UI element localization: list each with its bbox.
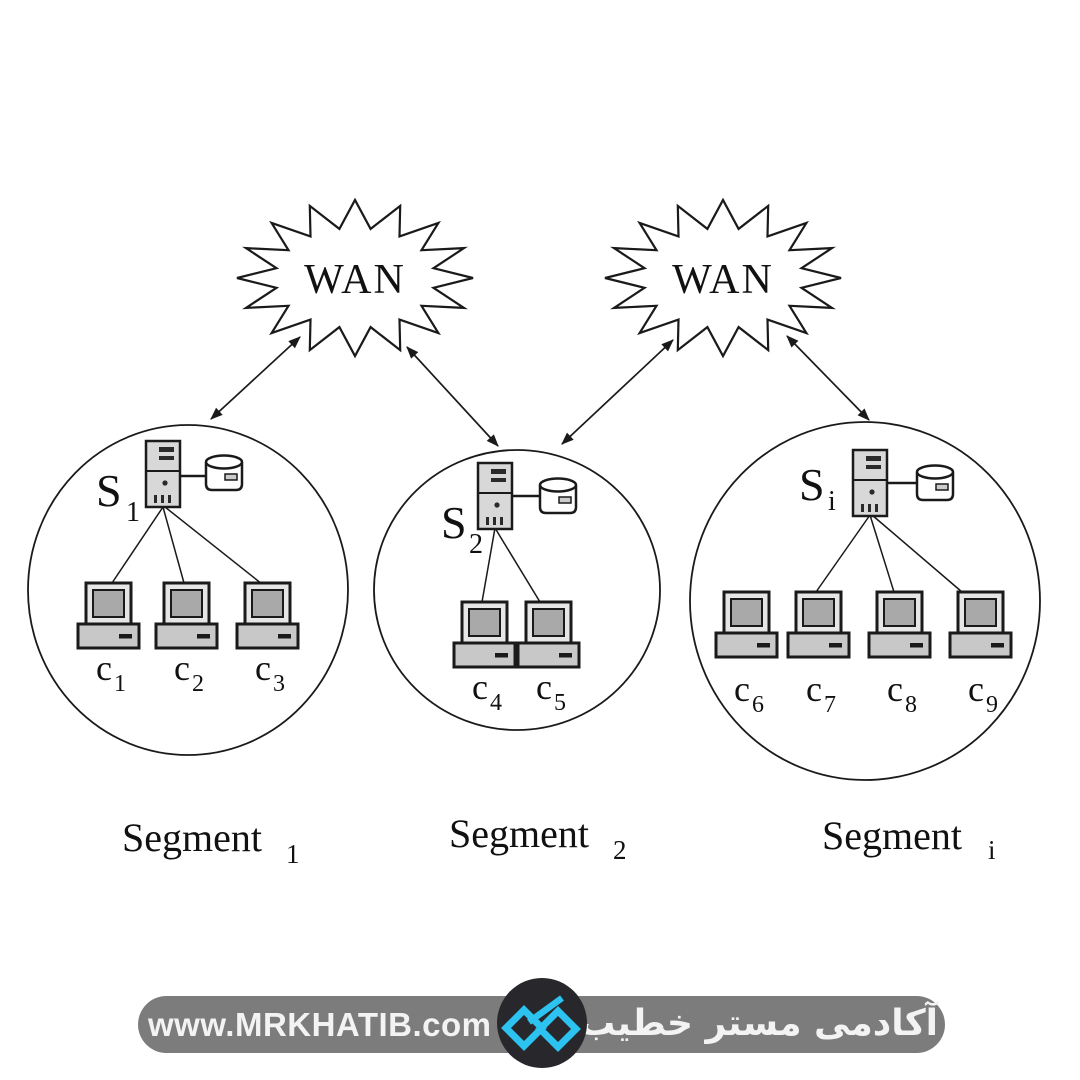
- client-label-subscript: 4: [490, 690, 502, 716]
- client-label-subscript: 2: [192, 671, 204, 697]
- client-computer-icon: [154, 581, 219, 650]
- wan-left-label: WAN: [304, 257, 406, 303]
- client-label-subscript: 5: [554, 690, 566, 716]
- client-computer-icon: [786, 590, 851, 659]
- wan-link-arrow-left-seg2: [406, 346, 499, 447]
- client-computer-icon: [714, 590, 779, 659]
- segment-caption: Segment: [122, 815, 262, 860]
- client-computer-icon: [867, 590, 932, 659]
- server-label-subscript: 2: [469, 529, 483, 560]
- academy-name: آکادمی مستر خطیب: [579, 1003, 938, 1044]
- client-label-subscript: 1: [114, 671, 126, 697]
- server-label-subscript: i: [828, 486, 836, 517]
- server-label: S: [799, 459, 825, 510]
- server-label: S: [96, 465, 122, 516]
- client-label: c: [887, 669, 903, 709]
- server-client-link: [481, 527, 496, 603]
- client-label-subscript: 9: [986, 692, 998, 718]
- client-label: c: [968, 669, 984, 709]
- client-computer-icon: [235, 581, 300, 650]
- client-label: c: [255, 648, 271, 688]
- client-computer-icon: [452, 600, 517, 669]
- server-client-link: [869, 514, 895, 593]
- client-label: c: [96, 648, 112, 688]
- client-computer-icon: [516, 600, 581, 669]
- client-label-subscript: 3: [273, 671, 285, 697]
- segment-caption: Segment: [449, 811, 589, 856]
- wan-link-arrow-right-segi: [786, 335, 870, 421]
- client-computer-icon: [76, 581, 141, 650]
- server-client-link: [815, 514, 871, 593]
- server-client-link: [111, 506, 164, 584]
- database-disk-icon: [915, 464, 955, 502]
- wan-cloud-left: WAN: [235, 198, 475, 358]
- logo-badge: [497, 978, 587, 1068]
- server-client-link: [162, 506, 185, 584]
- wan-right-label: WAN: [672, 257, 774, 303]
- segment-caption-subscript: 1: [286, 839, 300, 869]
- server-client-link: [494, 527, 541, 603]
- client-label: c: [472, 667, 488, 707]
- client-computer-icon: [948, 590, 1013, 659]
- database-disk-icon: [204, 454, 244, 492]
- server-icon: [144, 439, 182, 509]
- database-disk-icon: [538, 477, 578, 515]
- segment-caption: Segment: [822, 813, 962, 858]
- client-label: c: [536, 667, 552, 707]
- server-client-link: [164, 506, 263, 585]
- client-label: c: [806, 669, 822, 709]
- wan-link-arrow-right-seg2: [561, 339, 674, 445]
- wan-cloud-right: WAN: [603, 198, 843, 358]
- website-url: www.MRKHATIB.com: [148, 1006, 492, 1043]
- client-label-subscript: 6: [752, 692, 764, 718]
- segment-2: S 2 c 4 c 5 Segment 2: [373, 449, 661, 865]
- segment-i: S i c 6 c 7 c 8 c 9 Segment i: [689, 421, 1041, 865]
- server-label: S: [441, 497, 467, 548]
- mrkhatib-logo-icon: [501, 995, 581, 1052]
- segment-circle: [27, 424, 349, 756]
- server-client-link: [871, 514, 963, 593]
- wan-link-arrow-left-seg1: [210, 336, 301, 420]
- segment-1: S 1 c 1 c 2 c 3 Segment 1: [27, 424, 349, 869]
- server-label-subscript: 1: [126, 497, 140, 528]
- client-label-subscript: 7: [824, 692, 836, 718]
- server-icon: [476, 461, 514, 531]
- client-label-subscript: 8: [905, 692, 917, 718]
- server-icon: [851, 448, 889, 518]
- segment-caption-subscript: 2: [613, 835, 627, 865]
- client-label: c: [174, 648, 190, 688]
- segment-circle: [373, 449, 661, 731]
- segment-circle: [689, 421, 1041, 781]
- segment-caption-subscript: i: [988, 835, 996, 865]
- client-label: c: [734, 669, 750, 709]
